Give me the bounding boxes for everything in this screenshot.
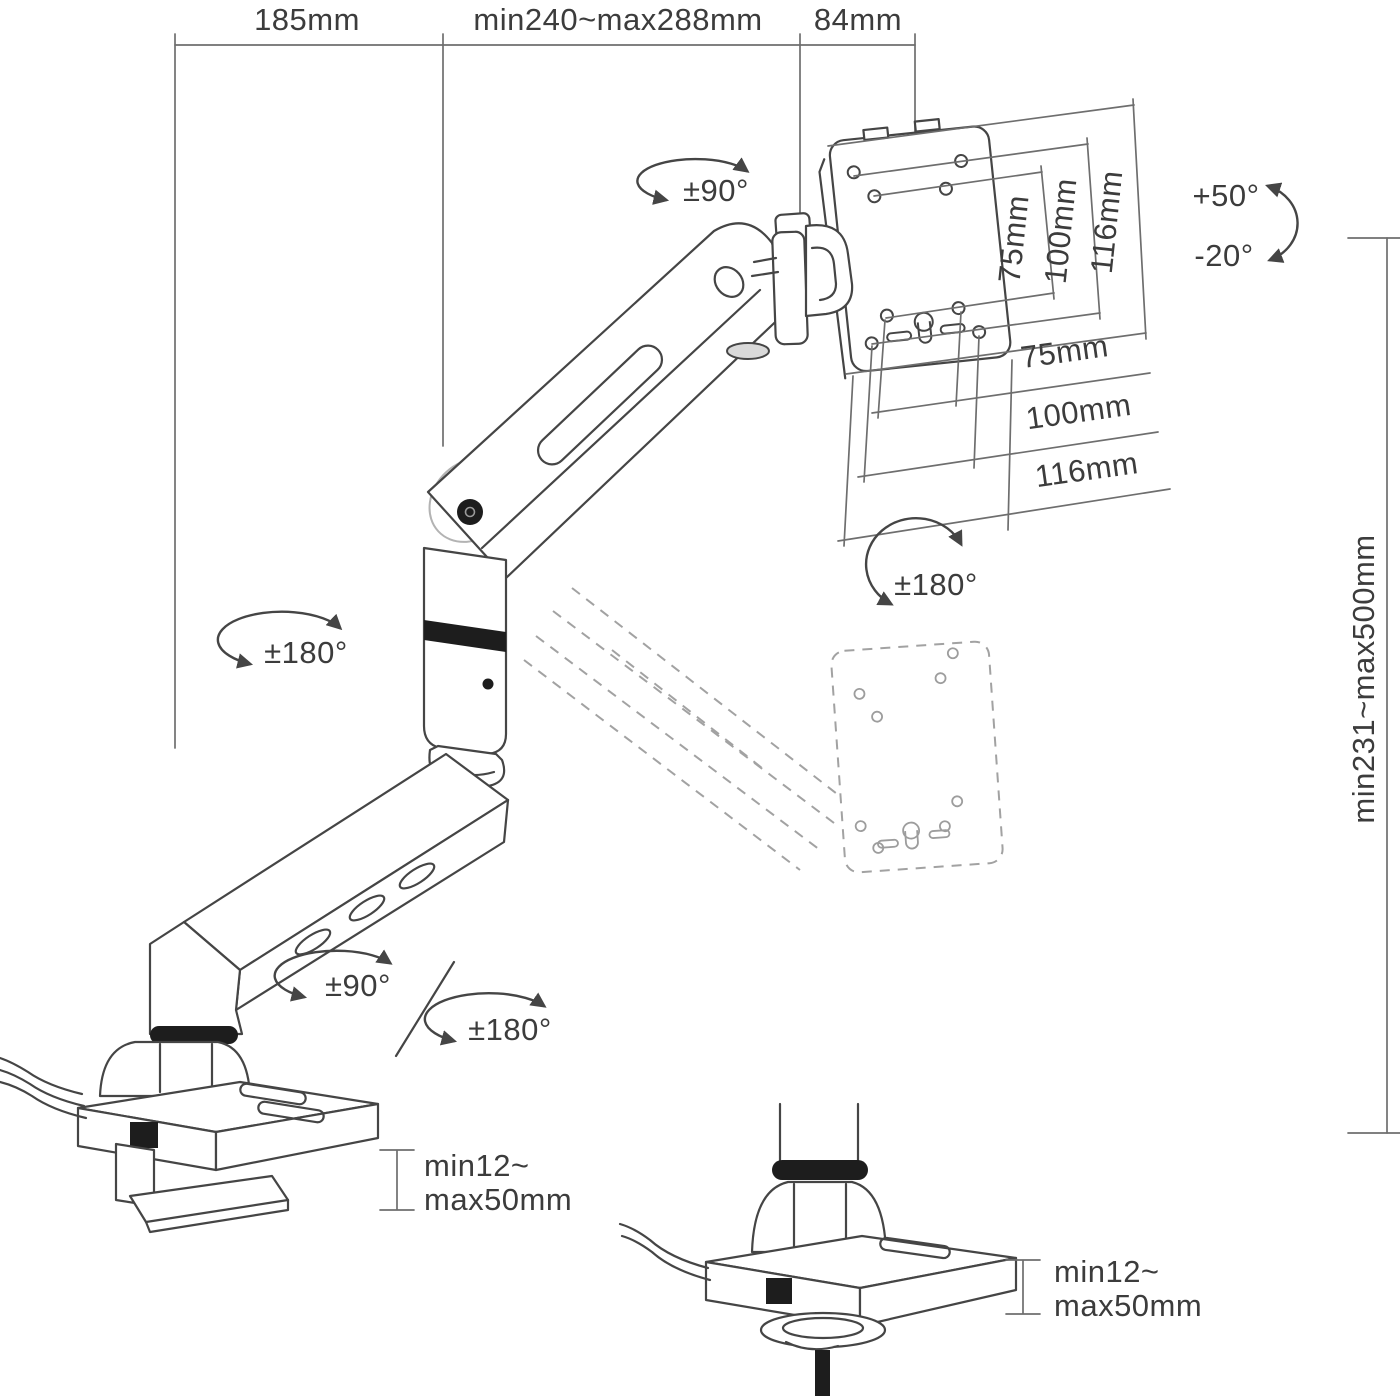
angle-label-tilt-up: +50° [1193, 178, 1260, 213]
cables [618, 1222, 712, 1282]
angle-label-tilt-down: -20° [1194, 238, 1253, 273]
dim-label-vesa-h-100: 100mm [1024, 387, 1134, 436]
elbow-joint [422, 499, 508, 788]
vesa-plate [818, 118, 1012, 380]
dimension-clamp-right: min12~ max50mm [1005, 1254, 1202, 1323]
dimension-clamp-left: min12~ max50mm [379, 1148, 572, 1217]
vesa-rotation-indicator: ±180° [864, 517, 978, 606]
dimension-top-width: 185mm min240~max288mm 84mm [174, 2, 916, 749]
dim-label-185mm: 185mm [254, 2, 360, 37]
dim-label-vesa-v-75: 75mm [992, 193, 1036, 284]
dim-label-vesa-v-100: 100mm [1038, 176, 1084, 285]
base-rotation-indicators: ±90° ±180° [273, 949, 552, 1058]
dim-label-min240-max288: min240~max288mm [473, 2, 762, 37]
dim-label-vesa-h-75: 75mm [1018, 328, 1110, 375]
head-swivel-indicator: ±90° [636, 157, 750, 208]
dim-label-clamp-left-2: max50mm [424, 1182, 572, 1217]
ghost-vesa-plate [830, 640, 1004, 874]
cables [0, 1056, 88, 1120]
dim-label-height-range: min231~max500mm [1346, 534, 1381, 823]
upper-arm [426, 222, 792, 580]
tilt-angle-indicator: +50° -20° [1193, 178, 1299, 273]
elbow-rotation-indicator: ±180° [216, 610, 348, 670]
dim-label-clamp-right-1: min12~ [1054, 1254, 1160, 1289]
dimension-height-range: min231~max500mm [1346, 237, 1400, 1134]
upper-arm-slot [536, 344, 664, 466]
head-joint [726, 212, 854, 360]
slash-divider [394, 960, 456, 1058]
angle-label-vesa-rotation: ±180° [894, 567, 978, 602]
upper-arm-hole [713, 266, 745, 298]
cable-clip [766, 1278, 792, 1304]
dim-label-vesa-h-116: 116mm [1033, 445, 1140, 494]
dim-label-clamp-right-2: max50mm [1054, 1288, 1202, 1323]
dim-label-clamp-left-1: min12~ [424, 1148, 530, 1183]
angle-label-base-swivel: ±90° [325, 968, 391, 1003]
cable-clip [130, 1122, 158, 1148]
dim-label-84mm: 84mm [814, 2, 902, 37]
angle-label-base-rotation: ±180° [468, 1012, 552, 1047]
base-grommet-mount-detail [618, 1102, 1018, 1396]
angle-label-elbow-rotation: ±180° [264, 635, 348, 670]
angle-label-head-swivel: ±90° [683, 173, 749, 208]
base-clamp-mount [0, 1026, 380, 1234]
